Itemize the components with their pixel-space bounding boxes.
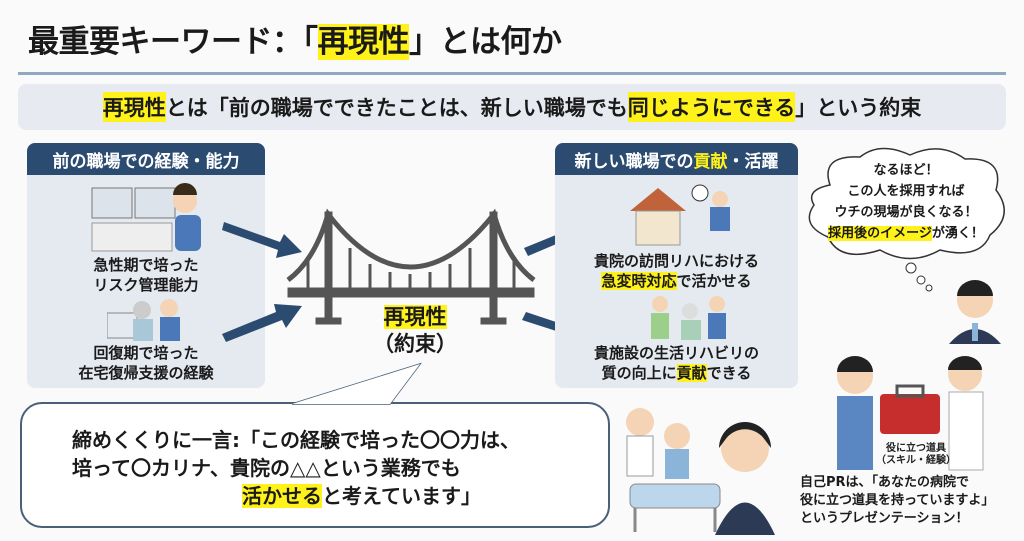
acute-care-caption: 急性期で培ったリスク管理能力 <box>93 256 199 294</box>
interviewer-avatar <box>949 280 1001 344</box>
bridge-icon <box>286 208 536 325</box>
tool-presentation-illustration <box>837 356 984 471</box>
new-workplace-panel: 新しい職場での貢献・活躍 貴院の訪問リハにおける急変時対応で活かせる 貴施設の生… <box>555 143 798 388</box>
recovery-care-illustration <box>107 299 180 341</box>
previous-workplace-panel: 前の職場での経験・能力 急性期で培ったリスク管理能力 回復期で培った在宅復帰支援… <box>27 143 265 388</box>
closing-speech-bubble: 締めくくりに一言:「この経験で培った〇〇力は、培って〇カリナ、貴院の△△という業… <box>20 402 610 528</box>
home-visit-caption: 貴院の訪問リハにおける急変時対応で活かせる <box>593 252 759 290</box>
thought-dots <box>905 262 933 292</box>
facility-rehab-illustration <box>651 296 726 340</box>
panel-header: 前の職場での経験・能力 <box>27 143 265 175</box>
facility-rehab-caption: 貴施設の生活リハビリの質の向上に貢献できる <box>593 344 759 382</box>
panel-header: 新しい職場での貢献・活躍 <box>555 143 798 175</box>
cloud-text: なるほど！この人を採用すればウチの現場が良くなる！採用後のイメージが湧く！ <box>828 163 984 241</box>
acute-care-illustration <box>91 183 201 252</box>
recovery-care-caption: 回復期で培った在宅復帰支援の経験 <box>78 344 214 382</box>
nurse-and-candidate-illustration <box>626 408 775 535</box>
title-divider <box>18 72 1006 75</box>
bridge-label: 再現性（約束） <box>373 305 457 356</box>
definition-banner: 再現性 とは「前の職場でできたことは、新しい職場でも同じようにできる」という約束 <box>18 84 1006 130</box>
bubble-tail <box>291 362 422 405</box>
tool-label: 役に立つ道具（スキル・経験） <box>876 443 956 466</box>
self-pr-caption: 自己PRは、「あなたの病院で役に立つ道具を持っていますよ」というプレゼンテーショ… <box>800 475 995 526</box>
page-title: 最重要キーワード：「再現性」とは何か <box>28 24 562 60</box>
home-visit-illustration <box>630 184 730 246</box>
